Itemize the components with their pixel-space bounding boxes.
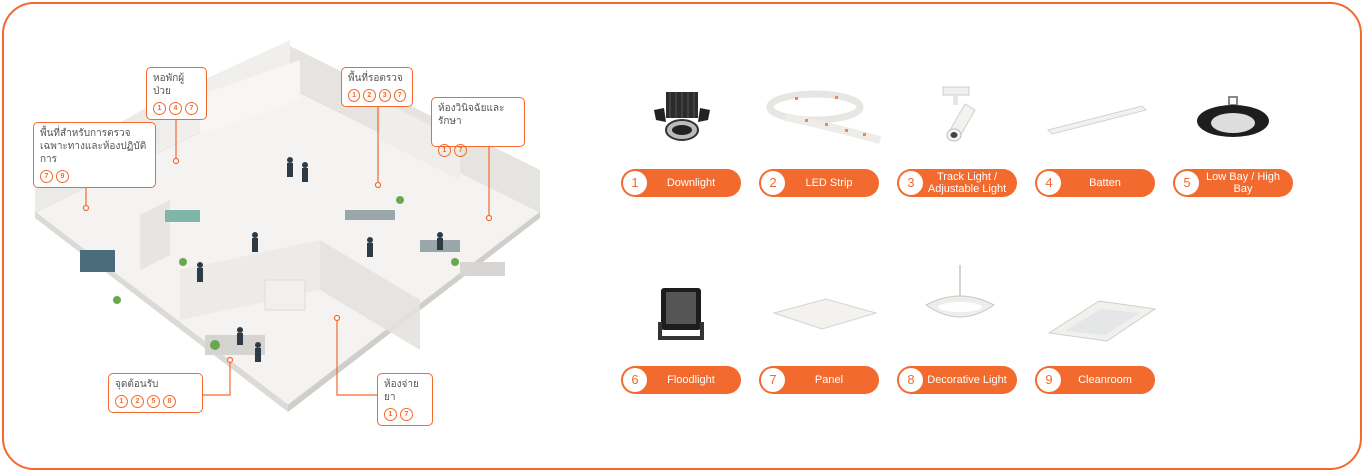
product-number-badge: 7 bbox=[393, 89, 406, 102]
product-label: Cleanroom bbox=[1078, 374, 1132, 386]
callout-label: หอพักผู้ป่วย bbox=[153, 73, 185, 97]
product-number: 6 bbox=[623, 368, 647, 392]
callout-label: ห้องวินิจฉัยและรักษา bbox=[438, 103, 505, 127]
product-number-badge: 2 bbox=[363, 89, 376, 102]
callout-specialist-lab[interactable]: พื้นที่สำหรับการตรวจ เฉพาะทางและห้องปฏิบ… bbox=[33, 122, 156, 188]
led-strip-icon bbox=[766, 90, 882, 144]
product-button-panel[interactable]: 7 Panel bbox=[759, 366, 879, 394]
product-number: 9 bbox=[1037, 368, 1061, 392]
hospital-floorplan-illustration bbox=[34, 40, 541, 412]
product-label: Floodlight bbox=[667, 374, 715, 386]
product-number-badge: 7 bbox=[40, 170, 53, 183]
cleanroom-icon bbox=[1047, 300, 1157, 342]
panel-icon bbox=[772, 298, 878, 330]
product-number: 3 bbox=[899, 171, 923, 195]
product-number-badge: 1 bbox=[153, 102, 166, 115]
product-number: 1 bbox=[623, 171, 647, 195]
track-light-icon bbox=[942, 86, 976, 142]
product-number-badge: 5 bbox=[147, 395, 160, 408]
product-label: LED Strip bbox=[805, 177, 853, 189]
callout-label: พื้นที่รอตรวจ bbox=[348, 73, 403, 84]
product-number: 7 bbox=[761, 368, 785, 392]
product-label: Decorative Light bbox=[927, 374, 1007, 386]
product-number-badge: 7 bbox=[454, 144, 467, 157]
batten-icon bbox=[1047, 105, 1147, 135]
product-number-badge: 1 bbox=[384, 408, 397, 421]
product-number-badge: 3 bbox=[378, 89, 391, 102]
product-number: 4 bbox=[1037, 171, 1061, 195]
product-button-downlight[interactable]: 1 Downlight bbox=[621, 169, 741, 197]
floodlight-icon bbox=[658, 288, 704, 340]
product-label: Downlight bbox=[666, 177, 716, 189]
product-button-cleanroom[interactable]: 9 Cleanroom bbox=[1035, 366, 1155, 394]
product-button-low-bay-high-bay[interactable]: 5 Low Bay / High Bay bbox=[1173, 169, 1293, 197]
product-number-badge: 7 bbox=[185, 102, 198, 115]
product-button-decorative-light[interactable]: 8 Decorative Light bbox=[897, 366, 1017, 394]
product-button-batten[interactable]: 4 Batten bbox=[1035, 169, 1155, 197]
product-number-badge: 4 bbox=[169, 102, 182, 115]
product-number-badge: 7 bbox=[400, 408, 413, 421]
product-number: 5 bbox=[1175, 171, 1199, 195]
callout-label: พื้นที่สำหรับการตรวจ เฉพาะทางและห้องปฏิบ… bbox=[40, 128, 147, 165]
callout-label: ห้องจ่ายยา bbox=[384, 379, 419, 403]
product-number-badge: 1 bbox=[348, 89, 361, 102]
product-label: Panel bbox=[814, 374, 844, 386]
product-number: 8 bbox=[899, 368, 923, 392]
product-number-badge: 8 bbox=[163, 395, 176, 408]
downlight-icon bbox=[654, 92, 710, 141]
callout-label: จุดต้อนรับ bbox=[115, 379, 159, 390]
product-number-badge: 2 bbox=[131, 395, 144, 408]
product-number: 2 bbox=[761, 171, 785, 195]
product-label: Track Light / Adjustable Light bbox=[927, 171, 1007, 195]
high-bay-icon bbox=[1197, 96, 1269, 137]
product-label: Batten bbox=[1089, 177, 1121, 189]
product-label: Low Bay / High Bay bbox=[1206, 171, 1280, 195]
decorative-light-icon bbox=[925, 265, 995, 318]
product-button-led-strip[interactable]: 2 LED Strip bbox=[759, 169, 879, 197]
product-number-badge: 9 bbox=[56, 170, 69, 183]
product-number-badge: 1 bbox=[438, 144, 451, 157]
product-number-badge: 1 bbox=[115, 395, 128, 408]
product-button-floodlight[interactable]: 6 Floodlight bbox=[621, 366, 741, 394]
